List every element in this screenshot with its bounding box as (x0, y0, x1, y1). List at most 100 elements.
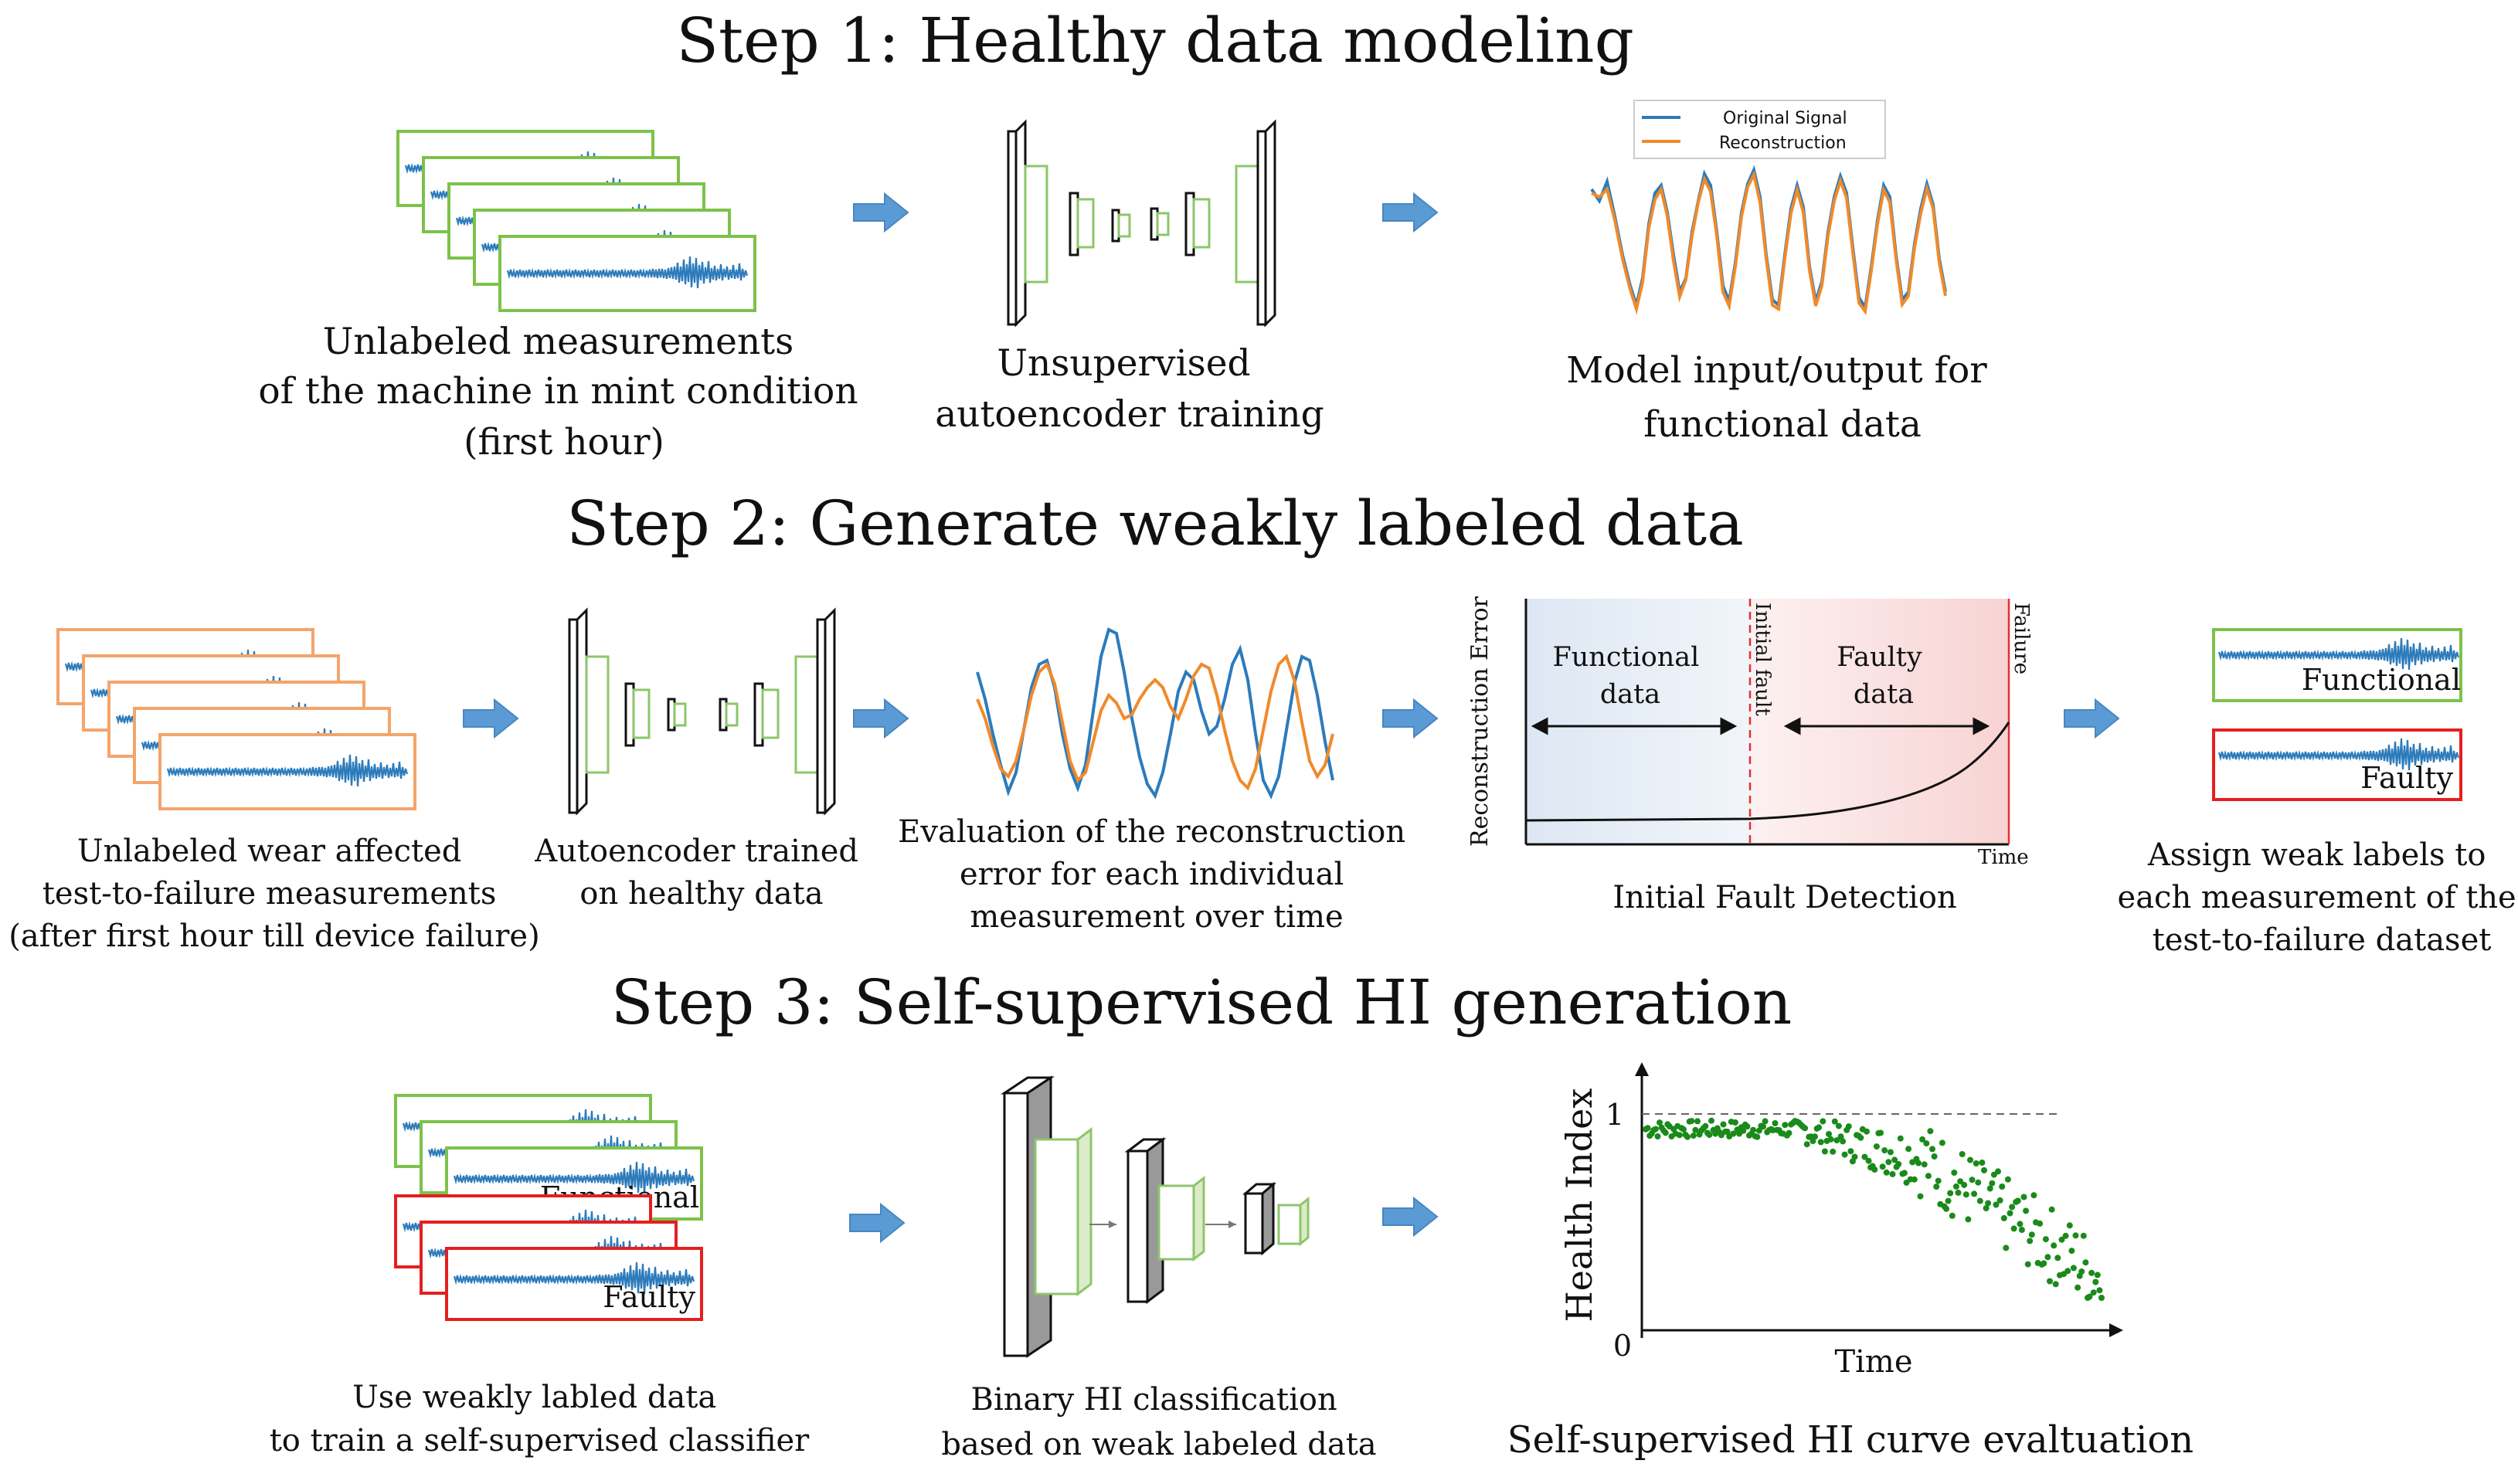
hi-point (2094, 1272, 2101, 1279)
hi-point (2078, 1268, 2085, 1275)
hi-point (1740, 1127, 1747, 1134)
hi-point (1840, 1138, 1847, 1145)
hi-point (1802, 1125, 1809, 1132)
faulty-data-label: Faulty data (1837, 642, 1931, 710)
hi-point (1820, 1118, 1826, 1125)
x-axis-label: Time (1834, 1344, 1912, 1380)
hi-point (2018, 1227, 2025, 1233)
hi-point (1879, 1163, 1886, 1170)
hi-point (2088, 1269, 2095, 1276)
hi-point (1931, 1153, 1938, 1160)
hi-point (1816, 1124, 1823, 1131)
hi-point (1754, 1133, 1761, 1140)
autoencoder-icon (1007, 119, 1276, 328)
signal-card (498, 235, 756, 312)
hi-point (1782, 1122, 1789, 1129)
hi-point (1652, 1126, 1659, 1133)
hi-point (1662, 1129, 1669, 1136)
hi-point (2062, 1232, 2069, 1239)
step3-caption-1: Use weakly labled data to train a self-s… (270, 1380, 810, 1459)
hi-point (1803, 1141, 1810, 1148)
hi-point (2072, 1232, 2079, 1239)
original-signal (976, 627, 1334, 800)
hi-point (2075, 1284, 2081, 1291)
hi-point (1919, 1136, 1926, 1143)
hi-point (1901, 1170, 1908, 1177)
healthy-measurement-stack (396, 130, 756, 312)
y-axis-label: Reconstruction Error (1466, 596, 1493, 847)
legend-reconstruction: Reconstruction (1719, 134, 1847, 153)
hi-point (2096, 1287, 2103, 1294)
hi-point (1845, 1123, 1852, 1130)
health-index-plot: 1 0 Health Index Time (1558, 1062, 2123, 1380)
hi-point (1921, 1161, 1928, 1168)
hi-point (1999, 1183, 2006, 1190)
hi-point (1833, 1137, 1840, 1144)
hi-point (1983, 1205, 1990, 1211)
step2-title: Step 2: Generate weakly labeled data (566, 487, 1744, 559)
hi-point (2004, 1176, 2011, 1183)
plot-legend: Original Signal Reconstruction (1633, 100, 1886, 159)
signal-card: Faulty (445, 1247, 703, 1321)
hi-point (1925, 1173, 1932, 1180)
classifier-icon (1001, 1075, 1310, 1358)
hi-point (1873, 1143, 1880, 1150)
hi-point (2047, 1278, 2053, 1285)
hi-point (2098, 1295, 2105, 1301)
step2-caption-5: Assign weak labels to each measurement o… (2118, 837, 2518, 958)
hi-point (2042, 1236, 2049, 1243)
hi-point (1915, 1160, 1922, 1166)
hi-point (1947, 1190, 1954, 1197)
hi-point (1895, 1160, 1902, 1167)
reconstruction-plot: Original Signal Reconstruction (1590, 100, 1947, 316)
step2-caption-1: Unlabeled wear affected test-to-failure … (8, 834, 539, 954)
hi-point-group (1643, 1117, 2105, 1301)
hi-point (2020, 1194, 2027, 1200)
hi-point (1772, 1120, 1779, 1126)
hi-point (1702, 1122, 1709, 1129)
hi-point (1887, 1149, 1894, 1156)
hi-point (1708, 1117, 1714, 1124)
hi-point (1831, 1118, 1838, 1125)
hi-point (1744, 1123, 1751, 1130)
step3-caption-2: Binary HI classification based on weak l… (941, 1382, 1376, 1462)
hi-point (1690, 1133, 1697, 1139)
hi-point (2070, 1265, 2077, 1272)
hi-point (1939, 1139, 1945, 1146)
hi-point (2000, 1214, 2007, 1221)
error-curve (1525, 722, 2010, 822)
y-axis-label: Health Index (1558, 1088, 1600, 1323)
hi-point (1955, 1189, 1962, 1196)
hi-point (1812, 1133, 1818, 1140)
hi-point (1967, 1156, 1973, 1163)
hi-point (1755, 1127, 1762, 1134)
hi-point (1927, 1128, 1934, 1135)
flow-arrow (853, 699, 909, 738)
hi-point (1760, 1123, 1766, 1130)
step1-caption-1: Unlabeled measurements of the machine in… (258, 321, 869, 464)
hi-point (1871, 1166, 1878, 1173)
failure-label: Failure (2010, 603, 2033, 674)
step1-caption-2: Unsupervised autoencoder training (935, 342, 1324, 436)
hi-point (2054, 1255, 2061, 1262)
step2-caption-3: Evaluation of the reconstruction error f… (898, 814, 1415, 935)
functional-region (1526, 599, 1750, 844)
hi-point (1917, 1193, 1924, 1200)
hi-point (1933, 1183, 1940, 1190)
hi-point (1943, 1205, 1949, 1212)
hi-point (1692, 1126, 1699, 1133)
flow-arrow (853, 193, 909, 232)
hi-point (1965, 1216, 1972, 1223)
hi-point (1989, 1180, 1996, 1187)
hi-point (1905, 1146, 1912, 1153)
weakly-labeled-stack: Functional Faulty (394, 1094, 703, 1321)
step3-caption-3: Self-supervised HI curve evaltuation (1507, 1418, 2193, 1462)
hi-point (2003, 1245, 2010, 1251)
hi-point (1762, 1118, 1769, 1125)
hi-point (1676, 1132, 1683, 1139)
hi-point (1841, 1151, 1848, 1158)
hi-point (1962, 1191, 1969, 1198)
functional-data-label: Functional data (1552, 642, 1708, 710)
error-evaluation-plot (976, 627, 1334, 800)
